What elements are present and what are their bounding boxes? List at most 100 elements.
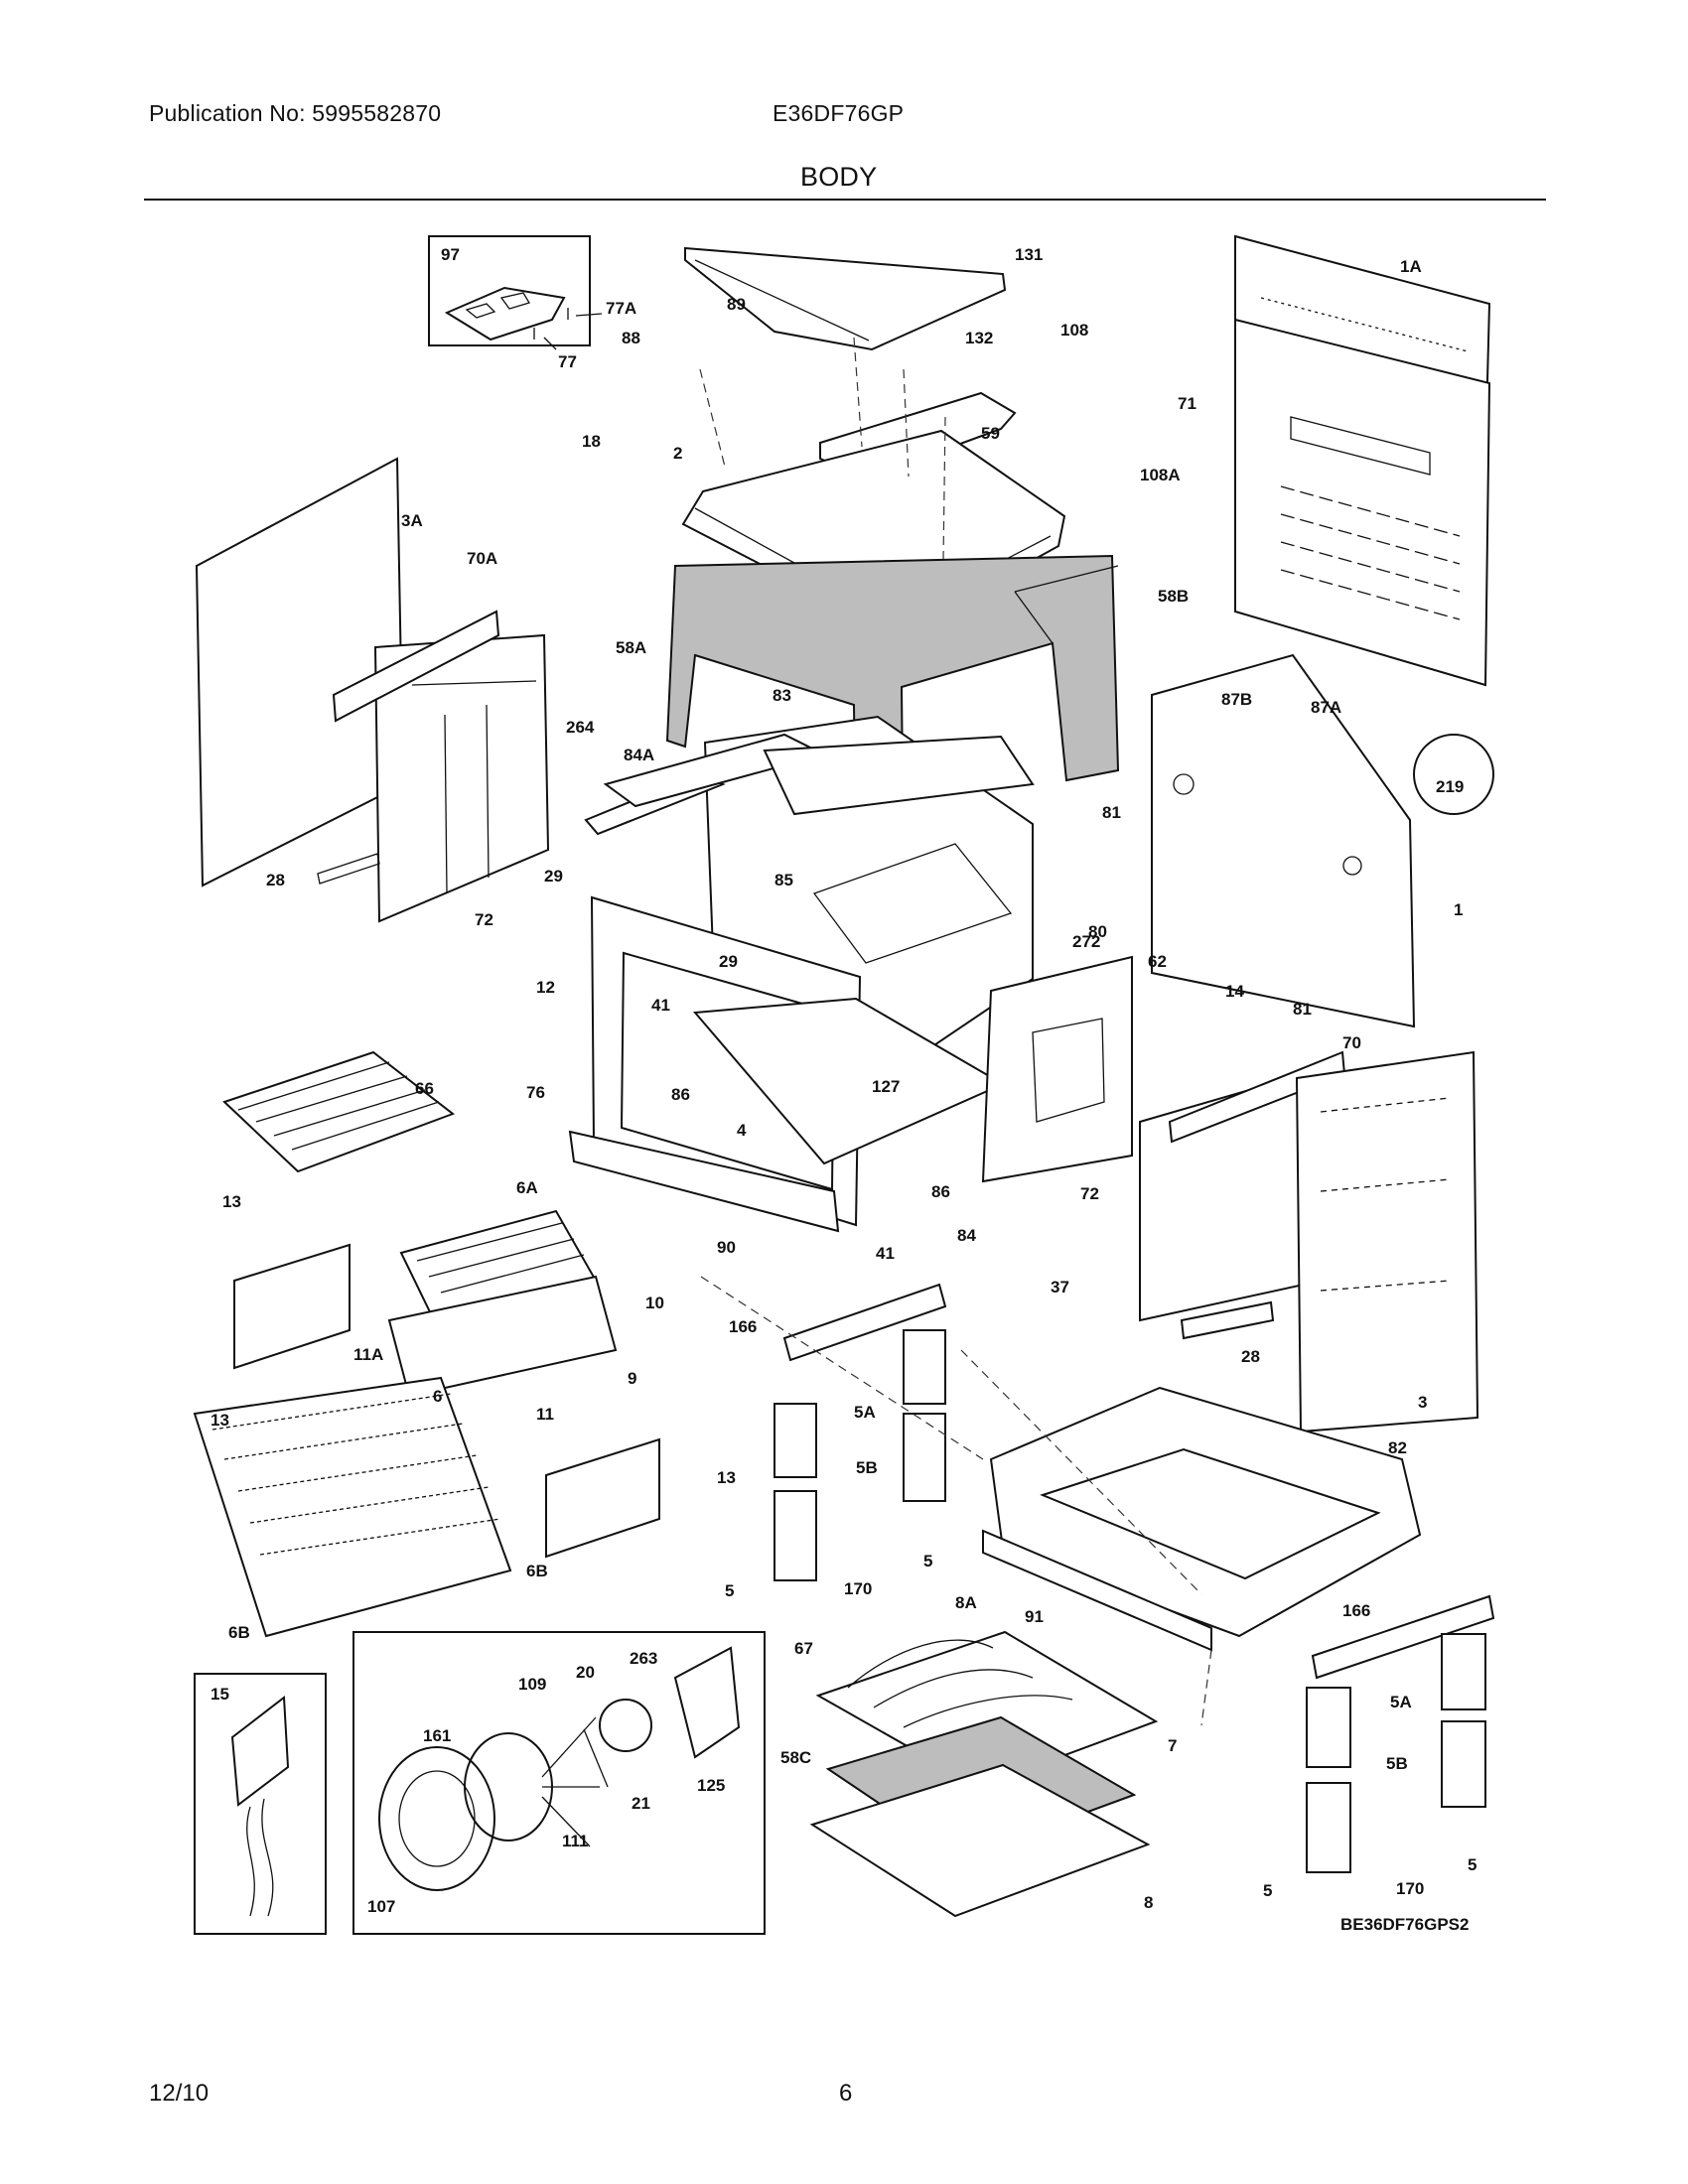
callout-label: 41 (651, 996, 670, 1015)
callout-label: 90 (717, 1238, 736, 1257)
callout-label: 70 (1342, 1033, 1361, 1052)
page-number: 6 (839, 2080, 853, 2107)
model-number: E36DF76GP (773, 100, 905, 126)
callout-label: 108A (1140, 466, 1181, 484)
callout-label: 109 (518, 1675, 546, 1694)
callout-label: 81 (1293, 1000, 1312, 1019)
callout-label: 88 (622, 329, 640, 347)
callout-label: 6B (526, 1562, 548, 1580)
callout-label: 77 (558, 352, 577, 371)
oven-cavity (568, 715, 1035, 1233)
callout-label: 131 (1015, 245, 1043, 264)
rear-panel (1234, 234, 1491, 687)
callout-label: 13 (717, 1468, 736, 1487)
callout-label: 84 (957, 1226, 976, 1245)
right-side-assembly (981, 653, 1494, 1433)
control-board-inset (428, 235, 603, 350)
callout-label: 107 (367, 1897, 395, 1916)
callout-label: 76 (526, 1083, 545, 1102)
callout-label: 12 (536, 978, 555, 997)
callout-label: 272 (1072, 932, 1100, 951)
callout-label: 161 (423, 1726, 451, 1745)
callout-label: 7 (1168, 1736, 1177, 1755)
callout-label: 28 (1241, 1347, 1260, 1366)
callout-label: 219 (1436, 777, 1464, 796)
revision-date: 12/10 (149, 2080, 210, 2107)
callout-label: 82 (1388, 1438, 1407, 1457)
callout-label: 67 (794, 1639, 813, 1658)
callout-label: 263 (630, 1649, 657, 1668)
callout-label: 91 (1025, 1607, 1044, 1626)
callout-label: 6B (228, 1623, 250, 1642)
callout-label: 58A (616, 638, 646, 657)
callout-label: 87B (1221, 690, 1252, 709)
top-cover-assembly (665, 246, 1120, 882)
callout-label: 1 (1454, 900, 1463, 919)
callout-label: 6A (516, 1178, 538, 1197)
callout-label: 29 (544, 867, 563, 886)
section-title: BODY (800, 162, 878, 192)
publication-number: Publication No: 5995582870 (149, 100, 442, 126)
convection-fan-inset (352, 1631, 766, 1935)
callout-label: 14 (1225, 982, 1244, 1001)
callout-label: 85 (774, 871, 793, 889)
callout-label: 5A (854, 1403, 876, 1422)
callout-label: 28 (266, 871, 285, 889)
callout-label: 8A (955, 1593, 977, 1612)
callout-label: 166 (1342, 1601, 1370, 1620)
racks-and-elements (193, 1050, 660, 1638)
bake-element-and-bottom (809, 1630, 1159, 1918)
callout-label: 80 (1088, 922, 1107, 941)
callout-label: 86 (671, 1085, 690, 1104)
callout-label: 132 (965, 329, 993, 347)
callout-label: 86 (931, 1182, 950, 1201)
callout-label: 81 (1102, 803, 1121, 822)
callout-label: 127 (872, 1077, 900, 1096)
callout-label: 37 (1051, 1278, 1069, 1297)
callout-label: 58B (1158, 587, 1189, 606)
callout-label: 3A (401, 511, 423, 530)
callout-label: 5 (1263, 1881, 1272, 1900)
callout-label: 97 (441, 245, 460, 264)
callout-label: 108 (1060, 321, 1088, 340)
callout-label: 5 (923, 1552, 932, 1570)
callout-label: 58C (780, 1748, 811, 1767)
harness-inset (194, 1673, 327, 1935)
callout-label: 72 (1080, 1184, 1099, 1203)
diagram-code: BE36DF76GPS2 (1340, 1915, 1469, 1934)
callout-label: 8 (1144, 1893, 1153, 1912)
callout-label: 70A (467, 549, 497, 568)
callout-label: 84A (624, 746, 654, 764)
base-frame-and-legs (700, 1276, 1495, 1873)
callout-label: 170 (1396, 1879, 1424, 1898)
callout-label: 125 (697, 1776, 725, 1795)
callout-label: 2 (673, 444, 682, 463)
callout-label: 11A (353, 1345, 383, 1364)
callout-label: 71 (1178, 394, 1196, 413)
callout-label: 77A (606, 299, 636, 318)
callout-label: 13 (222, 1192, 241, 1211)
callout-label: 41 (876, 1244, 895, 1263)
callout-label: 10 (645, 1294, 664, 1312)
callout-label: 6 (433, 1387, 442, 1406)
callout-label: 59 (981, 424, 1000, 443)
callout-label: 29 (719, 952, 738, 971)
callout-label: 83 (773, 686, 791, 705)
callout-label: 18 (582, 432, 601, 451)
callout-label: 89 (727, 295, 746, 314)
callout-label: 20 (576, 1663, 595, 1682)
callout-label: 5 (1468, 1855, 1477, 1874)
callout-label: 111 (562, 1832, 589, 1850)
callout-labels: 9777A77898818213113259108108A1A713A70A58… (211, 245, 1477, 1916)
callout-label: 87A (1311, 698, 1341, 717)
callout-label: 66 (415, 1079, 434, 1098)
callout-label: 5 (725, 1581, 734, 1600)
callout-label: 166 (729, 1317, 757, 1336)
callout-label: 5B (1386, 1754, 1408, 1773)
callout-label: 1A (1400, 257, 1422, 276)
header-rule (144, 199, 1546, 201)
callout-label: 5A (1390, 1693, 1412, 1711)
left-side-panel (195, 457, 550, 923)
callout-label: 15 (211, 1685, 229, 1704)
callout-label: 13 (211, 1411, 229, 1430)
